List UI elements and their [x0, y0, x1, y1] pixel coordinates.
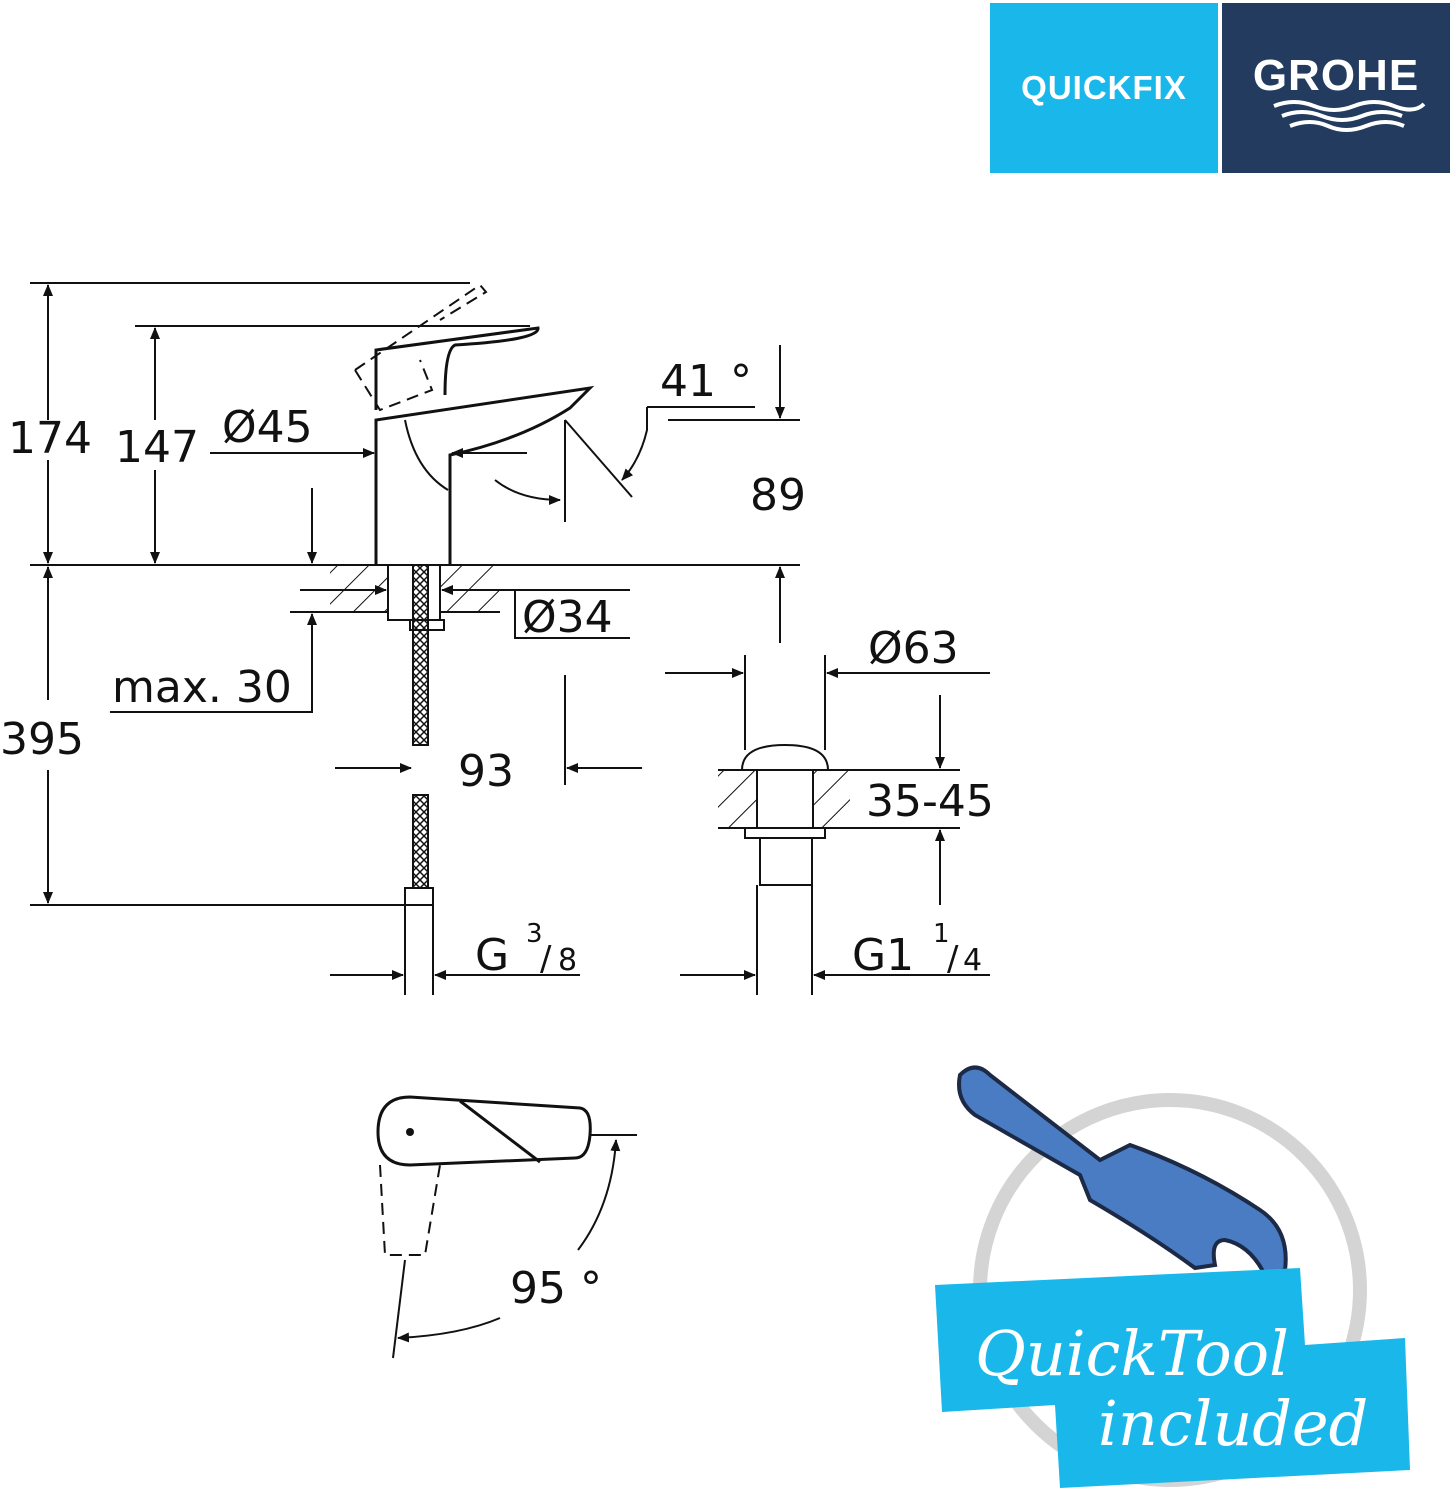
faucet-side-view — [30, 282, 800, 995]
dim-drain-diameter: Ø63 — [868, 623, 959, 674]
dim-drain-den: 4 — [963, 943, 982, 978]
dim-center-distance: 93 — [458, 746, 514, 797]
drain-view — [665, 655, 990, 995]
dim-drain-g: G1 — [852, 930, 914, 981]
quickfix-logo: QUICKFIX — [990, 3, 1218, 173]
dim-connection-slash: / — [540, 939, 552, 979]
dim-shank-diameter: Ø34 — [522, 592, 613, 643]
dim-total-height: 174 — [8, 413, 92, 464]
grohe-text: GROHE — [1252, 51, 1420, 100]
dim-spout-angle: 41 ° — [660, 356, 752, 407]
dim-connection-g: G — [475, 930, 509, 981]
dim-drain-slash: / — [947, 939, 959, 979]
grohe-logo: GROHE — [1222, 3, 1450, 173]
faucet-top-view — [376, 1095, 637, 1359]
quicktool-badge: QuickTool included — [935, 1065, 1410, 1488]
dim-spout-height: 147 — [115, 422, 199, 473]
quickfix-text: QUICKFIX — [1021, 69, 1187, 106]
grohe-waves-icon — [1273, 100, 1426, 132]
dim-connection-den: 8 — [558, 943, 577, 978]
badge-line2: included — [1098, 1387, 1368, 1460]
dim-drain-range: 35-45 — [866, 776, 994, 827]
dim-connection-num: 3 — [526, 919, 543, 949]
dim-spout-clearance: 89 — [750, 470, 806, 521]
dim-lever-rotation: 95 ° — [510, 1263, 602, 1314]
wrench-tool-icon — [957, 1065, 1288, 1278]
dim-drain-num: 1 — [933, 919, 950, 949]
badge-line1: QuickTool — [975, 1317, 1289, 1390]
dim-body-diameter: Ø45 — [222, 402, 313, 453]
dim-max-deck: max. 30 — [112, 662, 292, 713]
dim-hose-length: 395 — [0, 714, 84, 765]
